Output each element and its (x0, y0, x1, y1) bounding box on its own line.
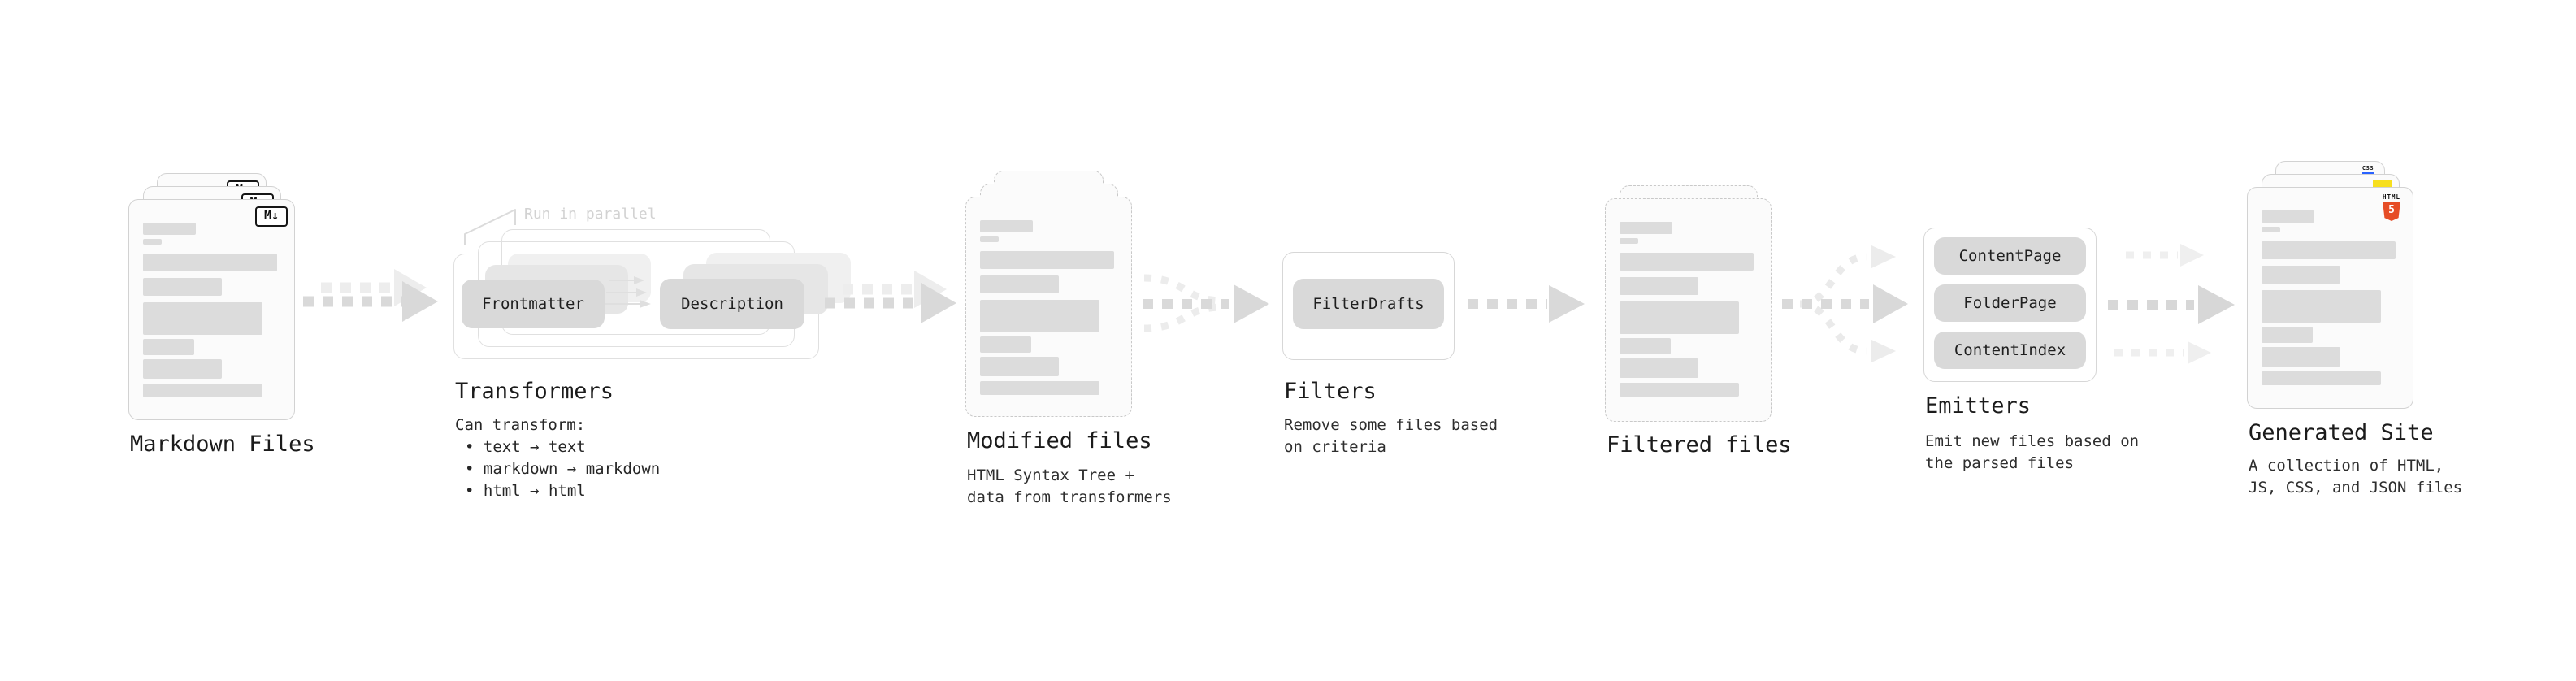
stage-filters: FilterDrafts Filters Remove some files b… (1282, 252, 1498, 479)
skeleton-line (1620, 358, 1698, 378)
stage-title-filtered-files: Filtered files (1607, 432, 1792, 458)
note-bullet: • html → html (465, 482, 586, 500)
annotation-run-in-parallel: Run in parallel (524, 206, 657, 223)
markdown-icon: M↓ (255, 206, 288, 227)
skeleton-line (980, 357, 1059, 376)
skeleton-line (143, 384, 262, 397)
filter-filterdrafts: FilterDrafts (1293, 279, 1444, 329)
stage-markdown-files: M↓M↓M↓ Markdown Files (128, 173, 315, 514)
flow-arrow-filters-to-filtered (1468, 285, 1585, 323)
stage-modified-files: Modified files HTML Syntax Tree + data f… (965, 171, 1172, 512)
transformer-description: Description (660, 279, 804, 329)
emitter-folderpage: FolderPage (1934, 284, 2086, 322)
skeleton-line (980, 251, 1114, 269)
html5-shield: 5 (2383, 202, 2400, 221)
document-content (1620, 222, 1754, 397)
annotation-leader-line (464, 209, 516, 245)
stage-title-generated-site: Generated Site (2249, 420, 2434, 445)
transformer-frontmatter: Frontmatter (462, 280, 605, 328)
flow-arrow-filtered-to-emitters (1782, 245, 1908, 362)
skeleton-line (980, 300, 1099, 332)
css-wordmark: CSS (2361, 165, 2374, 171)
transformers-note: Can transform: • text → text • markdown … (455, 414, 660, 502)
skeleton-line (2262, 371, 2381, 385)
skeleton-line (980, 275, 1059, 293)
stage-subtitle-filters: Remove some files based on criteria (1284, 416, 1498, 456)
skeleton-line (980, 236, 999, 242)
flow-arrow-modified-to-filters (1143, 274, 1269, 332)
stage-subtitle-generated-site: A collection of HTML, JS, CSS, and JSON … (2249, 457, 2463, 497)
stage-subtitle-emitters: Emit new files based on the parsed files (1925, 432, 2140, 472)
skeleton-line (143, 223, 196, 235)
skeleton-line (1620, 277, 1698, 295)
skeleton-line (143, 278, 222, 296)
skeleton-line (980, 381, 1099, 395)
skeleton-line (2262, 227, 2280, 232)
emitter-contentpage: ContentPage (1934, 237, 2086, 275)
skeleton-line (143, 302, 262, 335)
document-card: HTML 5 (2247, 187, 2413, 409)
document-content (2262, 210, 2396, 385)
document-card: M↓ (128, 199, 295, 420)
skeleton-line (980, 220, 1033, 232)
skeleton-line (2262, 241, 2396, 259)
skeleton-line (1620, 301, 1739, 334)
html5-icon: HTML 5 (2382, 193, 2401, 221)
skeleton-line (2262, 266, 2340, 284)
stage-transformers: Run in parallel Frontmatter Description … (453, 206, 851, 514)
stage-filtered-files: Filtered files (1605, 185, 1792, 510)
html5-wordmark: HTML (2382, 193, 2401, 201)
skeleton-line (143, 254, 277, 271)
skeleton-line (2262, 210, 2314, 223)
stage-title-filters: Filters (1284, 379, 1377, 404)
skeleton-line (980, 336, 1031, 353)
document-card (965, 197, 1132, 417)
stage-generated-site: CSS HTML 5 Generated Site A collection of … (2247, 161, 2462, 502)
skeleton-line (1620, 238, 1638, 244)
flow-arrow-emitters-to-generated (2108, 244, 2235, 364)
stage-title-markdown-files: Markdown Files (130, 432, 315, 457)
css-underline (2361, 172, 2374, 175)
skeleton-line (1620, 338, 1671, 354)
emitter-contentindex: ContentIndex (1934, 332, 2086, 369)
stage-title-modified-files: Modified files (967, 428, 1152, 453)
document-card (1605, 198, 1772, 422)
skeleton-line (143, 339, 194, 355)
document-content (143, 223, 277, 397)
skeleton-line (2262, 290, 2381, 323)
skeleton-line (143, 239, 162, 245)
stage-emitters: ContentPage FolderPage ContentIndex Emit… (1923, 228, 2139, 479)
skeleton-line (2262, 327, 2313, 343)
html5-number: 5 (2388, 204, 2395, 216)
stage-title-emitters: Emitters (1925, 393, 2032, 419)
stage-title-transformers: Transformers (455, 379, 614, 404)
skeleton-line (2262, 347, 2340, 367)
skeleton-line (143, 359, 222, 379)
skeleton-line (1620, 383, 1739, 397)
css-icon: CSS (2360, 165, 2376, 175)
flow-arrow-markdown-to-transformers (303, 269, 438, 322)
skeleton-line (1620, 222, 1672, 234)
note-bullet: • text → text (465, 438, 586, 456)
note-bullet: • markdown → markdown (465, 460, 661, 478)
stage-subtitle-modified-files: HTML Syntax Tree + data from transformer… (967, 466, 1172, 506)
parallel-arrows (604, 276, 651, 308)
flow-arrow-transformers-to-modified (825, 271, 956, 323)
note-heading: Can transform: (455, 416, 586, 434)
skeleton-line (1620, 253, 1754, 271)
document-content (980, 220, 1114, 395)
